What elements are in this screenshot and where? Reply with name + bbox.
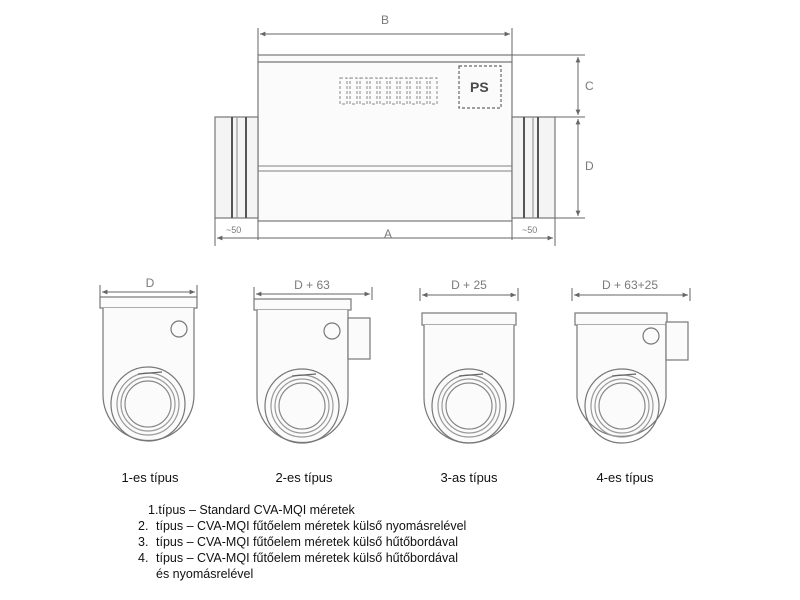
dim-b-label: B <box>381 13 389 27</box>
dim-a-label: A <box>384 227 392 241</box>
legend-number: 4. <box>138 551 149 565</box>
type-3-view <box>419 288 519 444</box>
legend-item: 3. típus – CVA-MQI fűtőelem méretek külső… <box>138 534 658 550</box>
pressure-switch-box <box>458 65 502 109</box>
type-3-caption: 3-as típus <box>440 470 498 485</box>
type-4-view <box>571 288 691 444</box>
legend: 1.típus – Standard CVA-MQI méretek 2. típ… <box>138 502 658 582</box>
legend-number: 2. <box>138 519 149 533</box>
type-2-dim-label: D + 63 <box>294 278 330 292</box>
legend-text: típus – CVA-MQI fűtőelem méretek külső h… <box>156 551 458 565</box>
dim-b-line <box>257 28 513 55</box>
legend-text: típus – CVA-MQI fűtőelem méretek külső n… <box>156 519 467 533</box>
type-3-dim-label: D + 25 <box>451 278 487 292</box>
type-2-caption: 2-es típus <box>275 470 333 485</box>
legend-item: 4. típus – CVA-MQI fűtőelem méretek külső… <box>138 550 658 566</box>
dim-c-label: C <box>585 79 594 93</box>
type-1-view <box>99 285 198 442</box>
legend-text: és nyomásrelével <box>156 567 254 581</box>
legend-item: és nyomásrelével <box>138 566 658 582</box>
legend-item: 1.típus – Standard CVA-MQI méretek <box>138 502 658 518</box>
type-1-caption: 1-es típus <box>121 470 179 485</box>
ps-label: PS <box>470 79 489 95</box>
dim-d-label: D <box>585 159 594 173</box>
heater-housing <box>257 54 513 222</box>
left-duct-collar <box>214 116 259 219</box>
dim-cd-line <box>512 54 585 219</box>
legend-text: 1.típus – Standard CVA-MQI méretek <box>148 503 355 517</box>
top-view <box>214 54 556 222</box>
type-2-view <box>253 287 373 444</box>
legend-item: 2. típus – CVA-MQI fűtőelem méretek külső… <box>138 518 658 534</box>
dim-a-line <box>214 218 556 246</box>
type-4-dim-label: D + 63+25 <box>602 278 658 292</box>
vent-slots <box>339 77 438 105</box>
type-1-dim-label: D <box>146 276 155 290</box>
type-4-caption: 4-es típus <box>596 470 654 485</box>
legend-number: 3. <box>138 535 149 549</box>
dim-left-collar-label: ~50 <box>226 225 241 235</box>
dim-right-collar-label: ~50 <box>522 225 537 235</box>
legend-text: típus – CVA-MQI fűtőelem méretek külső h… <box>156 535 458 549</box>
right-duct-collar <box>511 116 556 219</box>
